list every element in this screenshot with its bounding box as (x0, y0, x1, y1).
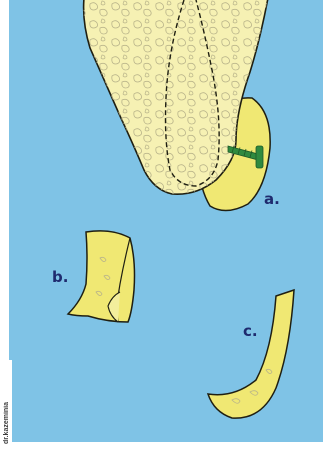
label-b: b. (52, 268, 68, 286)
credit-watermark: dr.kazeminia (3, 398, 11, 444)
label-c: c. (243, 322, 258, 340)
credit-text: dr.kazeminia (3, 402, 11, 444)
label-a: a. (264, 190, 280, 208)
